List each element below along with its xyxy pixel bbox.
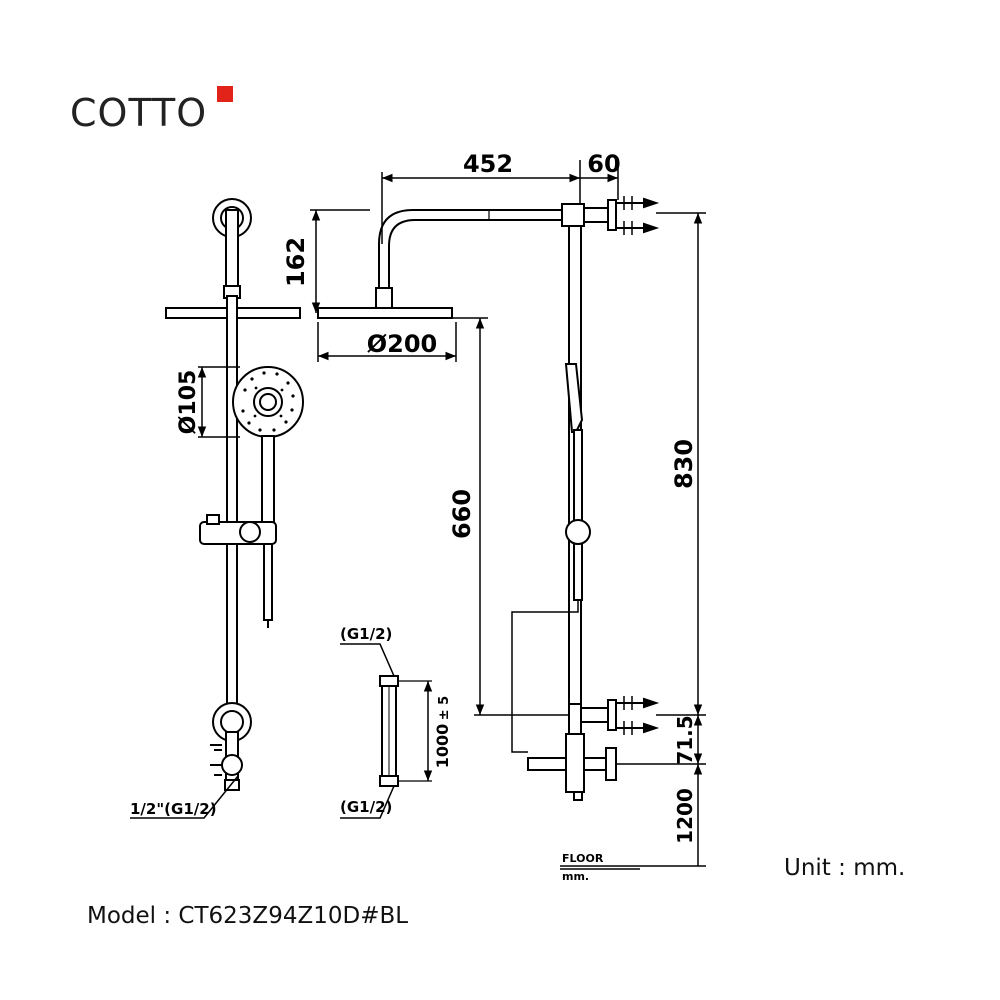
hand-diameter-dimension <box>197 366 240 438</box>
bar-length-label: 1000 <box>433 724 452 769</box>
head-height-label: 660 <box>448 489 476 539</box>
brand-logo-square-icon <box>217 86 233 102</box>
side-view-dimensions <box>310 160 706 870</box>
wall-offset-label: 60 <box>587 150 620 178</box>
head-diameter-label: Ø200 <box>367 330 438 358</box>
floor-unit-label: mm. <box>562 870 589 883</box>
thread-top-label: (G1/2) <box>340 625 392 643</box>
valve-offset-label: 71.5 <box>673 715 697 764</box>
hand-diameter-label: Ø105 <box>176 370 201 435</box>
floor-label: FLOOR <box>562 852 604 865</box>
thread-main-label: 1/2"(G1/2) <box>130 800 217 818</box>
thread-bottom-label: (G1/2) <box>340 798 392 816</box>
brand-logo-text: COTTO <box>70 91 208 135</box>
model-label: Model : CT623Z94Z10D#BL <box>87 903 409 929</box>
front-view <box>130 198 304 819</box>
total-height-label: 830 <box>670 439 698 489</box>
arm-drop-label: 162 <box>282 237 310 287</box>
unit-label: Unit : mm. <box>784 855 906 881</box>
side-view <box>317 196 660 801</box>
slide-bar-view <box>340 643 433 819</box>
floor-height-label: 1200 <box>673 788 697 844</box>
arm-length-label: 452 <box>463 150 513 178</box>
bar-tolerance-label: ± 5 <box>437 696 452 720</box>
